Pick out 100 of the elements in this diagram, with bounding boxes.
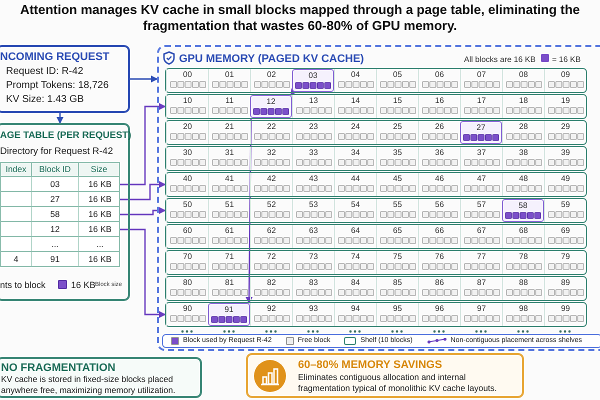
block-number: 60 <box>182 226 193 236</box>
free-block-cell <box>334 147 376 170</box>
block-number: 42 <box>266 174 277 184</box>
free-block-cell <box>334 121 376 144</box>
free-block-cell <box>376 173 418 196</box>
free-block-cell <box>460 225 502 248</box>
block-number: 07 <box>476 70 487 80</box>
block-number: 63 <box>308 226 319 236</box>
free-block-cell <box>292 251 334 274</box>
block-number: 36 <box>434 148 445 158</box>
free-block-cell <box>460 277 502 300</box>
free-block-cell <box>334 303 376 326</box>
connector-arrow <box>120 181 166 200</box>
free-block-cell <box>418 173 460 196</box>
shelf-row <box>165 146 587 171</box>
free-block-cell <box>544 147 586 170</box>
block-number: 82 <box>266 278 277 288</box>
size-text: 16 KB <box>87 192 113 206</box>
block-number: 16 <box>434 96 445 106</box>
block-number: 61 <box>224 226 235 236</box>
block-number: 20 <box>182 122 193 132</box>
block-number: 33 <box>308 148 319 158</box>
free-block-cell <box>460 251 502 274</box>
block-number: 19 <box>560 96 571 106</box>
shelf-row <box>165 250 587 275</box>
block-size-note: = 16 KB <box>552 54 581 66</box>
free-block-cell <box>460 95 502 118</box>
block-number: 50 <box>182 200 193 210</box>
free-block-cell <box>250 147 292 170</box>
block-number: 15 <box>392 96 403 106</box>
free-block-cell <box>418 251 460 274</box>
block-number: 41 <box>224 174 235 184</box>
block-number: 98 <box>518 304 529 314</box>
block-number: 59 <box>560 200 571 210</box>
table-row <box>0 207 120 222</box>
size-text: 16 KB <box>87 222 113 236</box>
block-number: 66 <box>434 226 445 236</box>
free-block-cell <box>334 277 376 300</box>
shelf-row <box>165 172 587 197</box>
free-block-cell <box>376 147 418 170</box>
shelf-row <box>165 198 587 223</box>
free-block-cell <box>418 147 460 170</box>
block-number: 11 <box>224 96 235 106</box>
free-block-cell <box>544 95 586 118</box>
block-number: 30 <box>182 148 193 158</box>
block-number: 29 <box>560 122 571 132</box>
free-block-cell <box>502 303 544 326</box>
free-block-cell <box>376 277 418 300</box>
connector-arrow <box>246 118 253 304</box>
free-block-cell <box>460 173 502 196</box>
block-number: 54 <box>350 200 361 210</box>
block-number: 87 <box>476 278 487 288</box>
free-block-cell <box>544 173 586 196</box>
block-id-text: ... <box>50 238 60 251</box>
block-number: 64 <box>350 226 361 236</box>
block-number: 28 <box>518 122 529 132</box>
free-block-cell <box>166 199 208 222</box>
size-text: 16 KB <box>87 208 113 221</box>
free-block-cell <box>460 303 502 326</box>
free-block-cell <box>334 95 376 118</box>
block-number: 52 <box>266 200 277 210</box>
table-row <box>0 192 120 207</box>
free-block-cell <box>292 147 334 170</box>
connector-arrow <box>120 228 166 318</box>
connector-arrow <box>56 113 64 124</box>
free-block-cell <box>544 121 586 144</box>
free-block-cell <box>292 303 334 326</box>
connector-arrow <box>120 103 166 186</box>
block-number: 08 <box>518 70 529 80</box>
connector-arrow <box>130 76 158 82</box>
block-number: 02 <box>266 70 277 80</box>
free-block-cell <box>502 147 544 170</box>
free-block-cell <box>166 95 208 118</box>
column-header: Block ID <box>31 163 78 176</box>
free-block-cell <box>502 251 544 274</box>
block-number: 27 <box>476 123 486 133</box>
block-number: 94 <box>350 304 361 314</box>
block-number: 88 <box>518 278 529 288</box>
block-number: 37 <box>476 148 487 158</box>
block-number: 05 <box>392 70 403 80</box>
free-block-cell <box>292 95 334 118</box>
block-number: 58 <box>518 201 528 211</box>
used-block-cell <box>502 199 544 222</box>
size-text: 16 KB <box>87 252 113 266</box>
block-number: 10 <box>182 96 193 106</box>
block-number: 89 <box>560 278 571 288</box>
free-block-cell <box>166 277 208 300</box>
free-block-cell <box>208 69 250 92</box>
free-block-cell <box>502 121 544 144</box>
connector-arrow <box>120 207 166 216</box>
free-block-cell <box>460 199 502 222</box>
block-number: 23 <box>308 122 319 132</box>
block-number: 06 <box>434 70 445 80</box>
block-number: 01 <box>224 70 235 80</box>
free-block-cell <box>502 277 544 300</box>
block-number: 70 <box>182 252 193 262</box>
free-block-cell <box>208 251 250 274</box>
free-block-cell <box>166 147 208 170</box>
free-block-cell <box>292 121 334 144</box>
block-number: 53 <box>308 200 319 210</box>
